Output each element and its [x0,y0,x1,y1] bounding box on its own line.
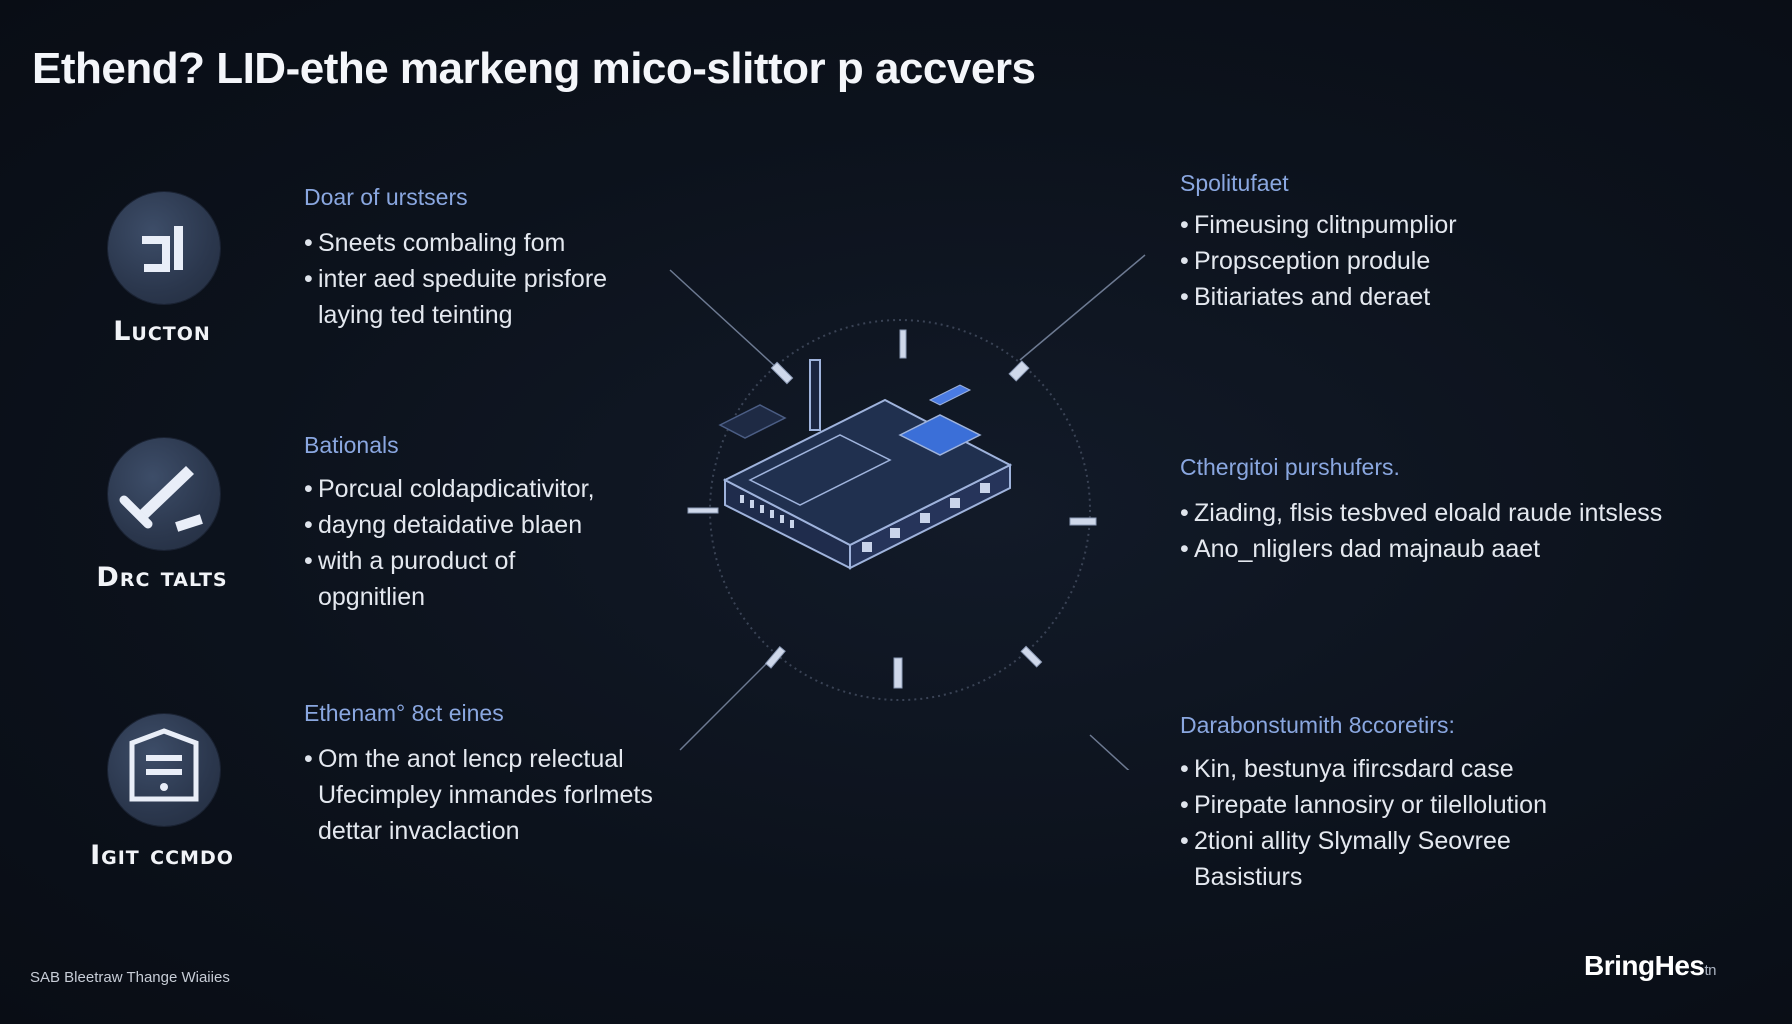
section-heading: Cthergitoi purshufers. [1180,454,1400,480]
list-item: •Om the anot lencp relectual [304,745,624,773]
bullet-list: •Fimeusing clitnpumplior •Propsception p… [1180,207,1457,315]
bullet-list: •Om the anot lencp relectual Ufecimpley … [304,741,653,849]
list-item: •Ziading, flsis tesbved eloald raude int… [1180,499,1663,527]
section-heading: Bationals [304,432,399,458]
section-heading: Darabonstumith 8ccoretirs: [1180,712,1455,738]
right-block-1: Spolitufaet •Fimeusing clitnpumplior •Pr… [1180,170,1457,315]
list-item: •Fimeusing clitnpumplior [1180,211,1457,239]
bullet-list: •Kin, bestunya ifircsdard case •Pirepate… [1180,751,1547,895]
list-item: •Ano_nligIers dad majnaub aaet [1180,535,1541,563]
list-item: •Bitiariates and deraet [1180,283,1431,311]
list-item: Ufecimpley inmandes forlmets [318,781,653,809]
section-heading: Doar of urstsers [304,184,468,210]
list-item: •dayng detaidative blaen [304,511,583,539]
central-diagram [669,254,1146,770]
right-block-2: Cthergitoi purshufers. •Ziading, flsis t… [1180,454,1662,567]
page-title: Ethend? LID-ethe markeng mico-slittor p … [32,44,1036,93]
cable-connector-icon [687,329,1097,689]
connector-line [1019,254,1146,361]
section-heading: Spolitufaet [1180,170,1289,196]
bracket-icon [108,192,220,304]
footer-source: SAB Bleetraw Thange Wiaiies [30,969,230,986]
item-label-3: Igit ccmdo [90,840,234,871]
connector-line [669,269,791,381]
brand-name: BringHes [1584,950,1705,981]
list-item: •2tioni allity Slymally Seovree [1180,827,1511,855]
brand-logo: BringHestn [1584,950,1716,982]
section-heading: Ethenam° 8ct eines [304,700,504,726]
list-item: •Pirepate lannosiry or tilellolution [1180,791,1547,819]
connector-line [1089,734,1130,770]
list-item: •inter aed speduite prisfore [304,265,608,293]
pen-icon [108,438,220,550]
connector-line [679,649,781,751]
network-device-icon [718,359,1013,570]
list-item: Basistiurs [1194,863,1303,891]
list-item: •with a puroduct of [304,547,516,575]
left-block-1: Doar of urstsers •Sneets combaling fom •… [304,184,607,333]
list-item: •Propsception produle [1180,247,1431,275]
list-item: •Kin, bestunya ifircsdard case [1180,755,1514,783]
dotted-ring [709,319,1091,701]
item-label-1: Lucton [113,316,211,347]
bullet-list: •Ziading, flsis tesbved eloald raude int… [1180,495,1662,567]
list-item: dettar invaclaction [318,817,520,845]
shield-document-icon [108,714,220,826]
right-block-3: Darabonstumith 8ccoretirs: •Kin, bestuny… [1180,712,1547,895]
list-item: laying ted teinting [318,301,513,329]
list-item: •Sneets combaling fom [304,229,566,257]
bullet-list: •Porcual coldapdicativitor, •dayng detai… [304,471,595,615]
list-item: opgnitlien [318,583,426,611]
left-block-2: Bationals •Porcual coldapdicativitor, •d… [304,432,595,615]
brand-suffix: tn [1704,962,1716,979]
list-item: •Porcual coldapdicativitor, [304,475,595,503]
bullet-list: •Sneets combaling fom •inter aed speduit… [304,225,607,333]
item-label-2: Drc talts [96,562,228,593]
left-block-3: Ethenam° 8ct eines •Om the anot lencp re… [304,700,653,849]
